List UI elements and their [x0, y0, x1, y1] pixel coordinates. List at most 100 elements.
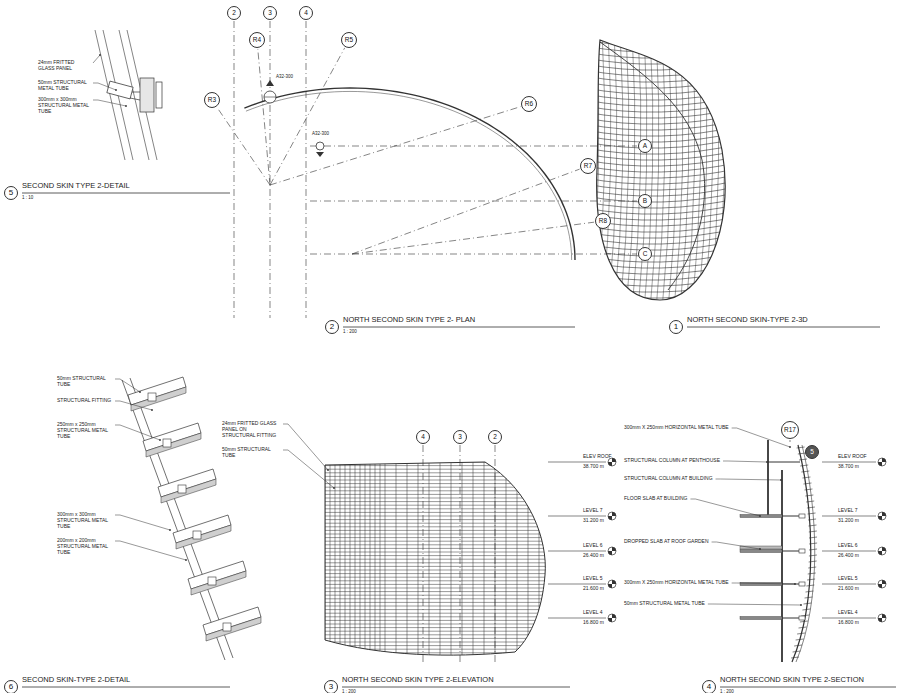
skin-mullion [360, 455, 361, 660]
skin-fin [809, 531, 817, 532]
skin-mullion [396, 455, 397, 660]
leader-line [708, 604, 801, 605]
skin-mullion [656, 30, 665, 310]
node-text: R6 [525, 101, 533, 108]
view-title: SECOND SKIN-TYPE 2-DETAIL [22, 676, 130, 685]
skin-rib [320, 591, 550, 592]
skin-mullion [539, 455, 540, 660]
skin-rib [585, 168, 740, 178]
structural-fitting [208, 577, 216, 585]
skin-fin [808, 573, 816, 574]
level-name: LEVEL 5 [838, 576, 858, 582]
level-marker-fill [882, 458, 886, 462]
skin-mullion [370, 455, 371, 660]
level-marker-fill [882, 614, 886, 618]
metal-tube [799, 514, 805, 518]
skin-fin [794, 645, 802, 646]
view-number: 1 [669, 320, 683, 334]
skin-rib [320, 577, 550, 578]
skin-outline [244, 88, 575, 260]
grid-bubble: B [638, 194, 652, 208]
skin-fin [802, 609, 810, 610]
skin-fin [801, 471, 809, 472]
grid-bubble: A [638, 139, 652, 153]
leader-line [283, 424, 328, 470]
level-elevation: 26.400 m [838, 553, 859, 559]
glass-panel-edge [127, 30, 157, 160]
leader-line [93, 55, 100, 63]
level-name: LEVEL 7 [838, 508, 858, 514]
level-marker-fill [612, 614, 616, 618]
section-arrow [316, 152, 324, 157]
structural-fitting [148, 393, 156, 401]
title-underline [342, 687, 570, 688]
skin-rib [320, 656, 550, 657]
skin-rib [320, 505, 550, 506]
leader-line [723, 461, 767, 462]
callout-note: 24mm FRITTED GLASS PANEL ON STRUCTURAL F… [222, 421, 280, 438]
level-marker-fill [612, 512, 616, 516]
skin-rib [320, 552, 550, 553]
skin-fin [800, 465, 808, 466]
skin-fin [797, 447, 805, 448]
radial-grid-line [352, 222, 594, 254]
skin-fin [796, 639, 804, 640]
view-number: 5 [4, 186, 18, 200]
penthouse-column [767, 440, 769, 516]
level-marker-fill [608, 618, 612, 622]
skin-rib [585, 108, 740, 118]
skin-rib [320, 487, 550, 488]
callout-note: DROPPED SLAB AT ROOF GARDEN [624, 539, 709, 545]
skin-rib [585, 192, 740, 202]
structural-fitting [223, 623, 231, 631]
node-text: 5 [810, 449, 814, 456]
callout-note: 24mm FRITTED GLASS PANEL [38, 60, 90, 72]
skin-fin [804, 489, 812, 490]
skin-rib [320, 498, 550, 499]
skin-rib [320, 526, 550, 527]
fitting-arm [132, 92, 140, 93]
skin-rib [320, 469, 550, 470]
skin-outline [597, 40, 726, 300]
callout-note: 300mm X 250mm HORIZONTAL METAL TUBE [624, 425, 729, 431]
skin-rib [320, 598, 550, 599]
section-marker [264, 91, 276, 103]
skin-rib [320, 559, 550, 560]
grid-line [423, 445, 424, 662]
skin-rib [320, 642, 550, 643]
skin-fin [797, 633, 805, 634]
level-marker-fill [608, 551, 612, 555]
scale-note: 1 : 10 [22, 195, 33, 200]
skin-rib [320, 562, 550, 563]
skin-rib [585, 276, 740, 286]
skin-mullion [528, 455, 529, 660]
level-marker [608, 547, 616, 555]
leader-dot [159, 439, 161, 441]
skin-fin [804, 603, 812, 604]
skin-mullion [429, 455, 430, 660]
leader-dot [185, 559, 187, 561]
leader-dot [800, 604, 802, 606]
grid-line [310, 254, 637, 255]
level-marker-fill [882, 547, 886, 551]
skin-fin [799, 627, 807, 628]
skin-rib [320, 570, 550, 571]
skin-fin [805, 597, 813, 598]
section-marker [264, 97, 276, 98]
skin-section [792, 445, 811, 662]
skin-mullion [451, 455, 452, 660]
leader-dot [759, 515, 761, 517]
skin-rib [320, 544, 550, 545]
leader-dot [169, 529, 171, 531]
title-underline [22, 687, 230, 688]
skin-mullion [355, 455, 356, 660]
skin-mullion [517, 455, 518, 660]
level-line [822, 551, 876, 552]
glass-panel-edge [103, 30, 133, 160]
level-marker-fill [878, 551, 882, 555]
skin-elevation [320, 455, 550, 660]
grid-line [270, 21, 271, 318]
level-marker-fill [878, 462, 882, 466]
level-line [548, 516, 606, 517]
